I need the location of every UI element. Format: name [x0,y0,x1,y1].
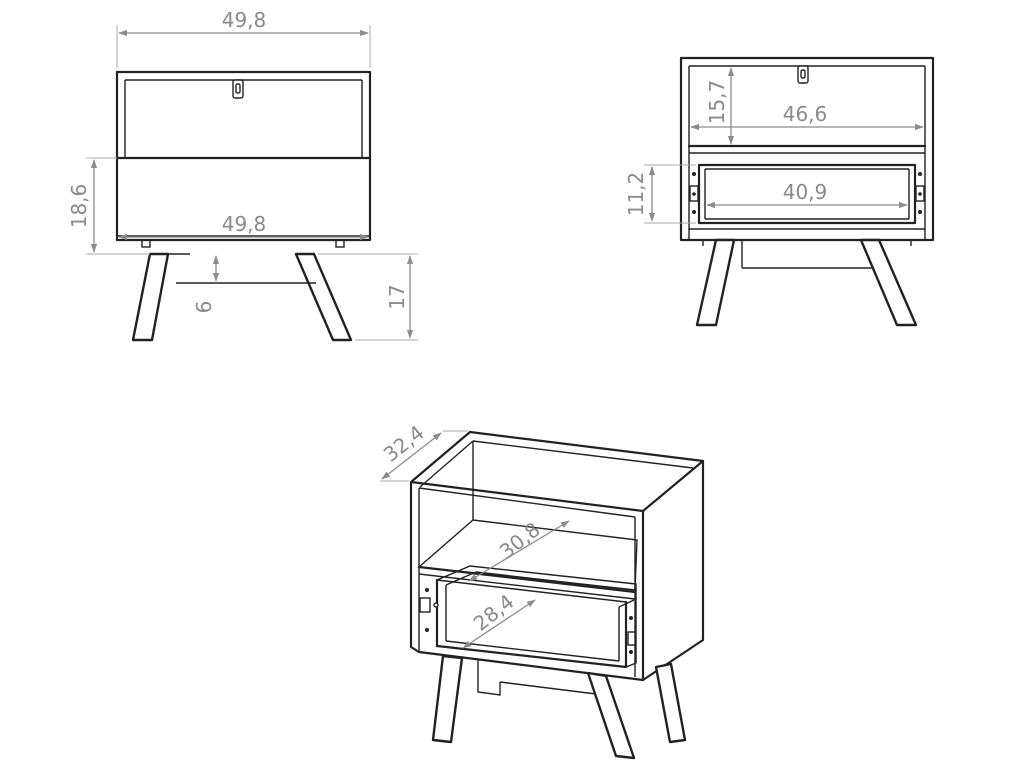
iso-runner-left-icon [419,588,439,632]
open-drawer-box [697,163,917,225]
dim-label-front-drawer-height: 18,6 [67,184,91,229]
dim-label-iso-drawer-depth: 28,4 [469,589,519,635]
dim-label-front-drawer-width: 49,8 [222,212,267,236]
dim-front-drawer-height: 18,6 [67,157,150,255]
open-front-view: 15,7 46,6 11,2 40,9 [624,56,935,327]
dim-open-shelf-height: 15,7 [705,67,735,145]
iso-runner-right-icon [627,616,636,654]
drawer-runner-right-icon [915,172,925,214]
front-legs [131,239,353,342]
dim-label-front-leg-height: 17 [385,284,409,309]
dim-open-inner-width: 46,6 [690,102,924,131]
dim-open-drawer-height: 11,2 [624,164,696,224]
dim-label-open-inner-width: 46,6 [783,102,828,126]
dim-front-leg-inset: 6 [192,255,220,314]
dim-label-open-drawer-inner-width: 40,9 [783,180,828,204]
dim-label-front-top-width: 49,8 [222,8,267,32]
open-cabinet-body [679,56,935,242]
open-legs [695,238,918,327]
dim-front-top-width: 49,8 [116,8,371,68]
front-view: 49,8 18,6 49,8 6 17 [67,8,418,342]
iso-left-panel [409,480,421,654]
drawer-runner-left-icon [689,172,699,214]
dim-label-front-leg-inset: 6 [192,301,216,314]
iso-legs [431,654,687,760]
dim-label-open-drawer-height: 11,2 [624,172,648,217]
iso-right-panel [634,459,705,682]
iso-view: 32,4 30,8 28,4 [379,420,705,760]
dim-label-iso-depth: 32,4 [379,420,429,466]
iso-top-panel [409,430,705,513]
dim-label-open-shelf-height: 15,7 [705,80,729,125]
dim-iso-drawer-depth: 28,4 [462,589,536,649]
open-handle-icon [797,65,809,84]
front-handle-icon [232,79,244,99]
dim-open-drawer-inner-width: 40,9 [706,180,908,209]
dim-front-drawer-width: 49,8 [118,212,369,241]
dim-front-leg-height: 17 [318,253,418,341]
